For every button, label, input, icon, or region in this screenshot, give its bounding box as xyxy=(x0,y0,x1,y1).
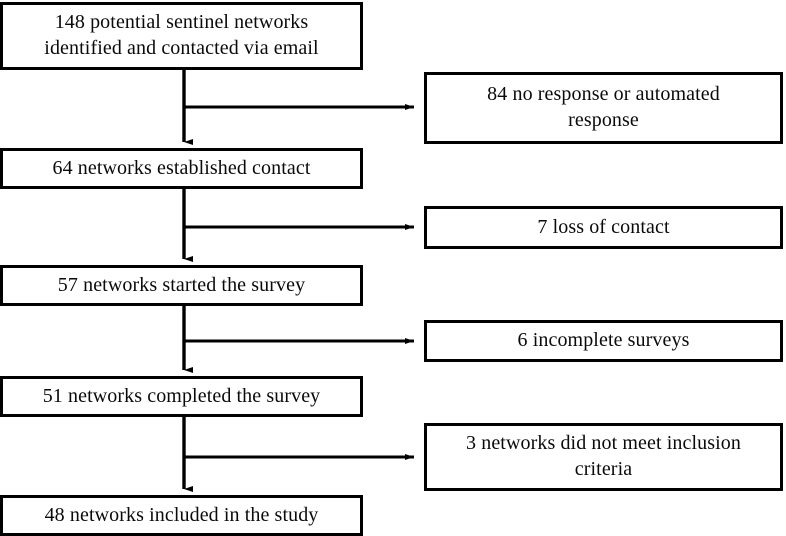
flow-node-established-contact: 64 networks established contact xyxy=(0,148,363,189)
flow-node-contacted-label: 148 potential sentinel networks identifi… xyxy=(44,11,319,59)
connector-node3-node4 xyxy=(182,306,414,373)
exclusion-node-no-response: 84 no response or automated response xyxy=(424,72,783,144)
flow-node-established-contact-label: 64 networks established contact xyxy=(52,156,311,179)
flow-node-contacted: 148 potential sentinel networks identifi… xyxy=(0,2,363,70)
flow-node-included-in-study-label: 48 networks included in the study xyxy=(44,503,319,526)
flow-node-started-survey: 57 networks started the survey xyxy=(0,265,363,306)
flow-node-completed-survey-label: 51 networks completed the survey xyxy=(42,384,321,407)
exclusion-node-incomplete-surveys-label: 6 incomplete surveys xyxy=(517,329,690,352)
connector-node4-node5 xyxy=(182,417,414,492)
exclusion-node-inclusion-criteria: 3 networks did not meet inclusion criter… xyxy=(424,423,783,491)
flow-node-included-in-study: 48 networks included in the study xyxy=(0,495,363,536)
exclusion-node-loss-of-contact-label: 7 loss of contact xyxy=(537,215,670,238)
flow-node-completed-survey: 51 networks completed the survey xyxy=(0,376,363,417)
exclusion-node-loss-of-contact: 7 loss of contact xyxy=(424,206,783,249)
exclusion-node-incomplete-surveys: 6 incomplete surveys xyxy=(424,320,783,362)
connector-node2-node3 xyxy=(182,189,414,262)
flow-node-started-survey-label: 57 networks started the survey xyxy=(57,273,306,296)
exclusion-node-inclusion-criteria-label: 3 networks did not meet inclusion criter… xyxy=(466,432,741,480)
connector-node1-node2 xyxy=(182,70,414,145)
exclusion-node-no-response-label: 84 no response or automated response xyxy=(487,83,720,131)
